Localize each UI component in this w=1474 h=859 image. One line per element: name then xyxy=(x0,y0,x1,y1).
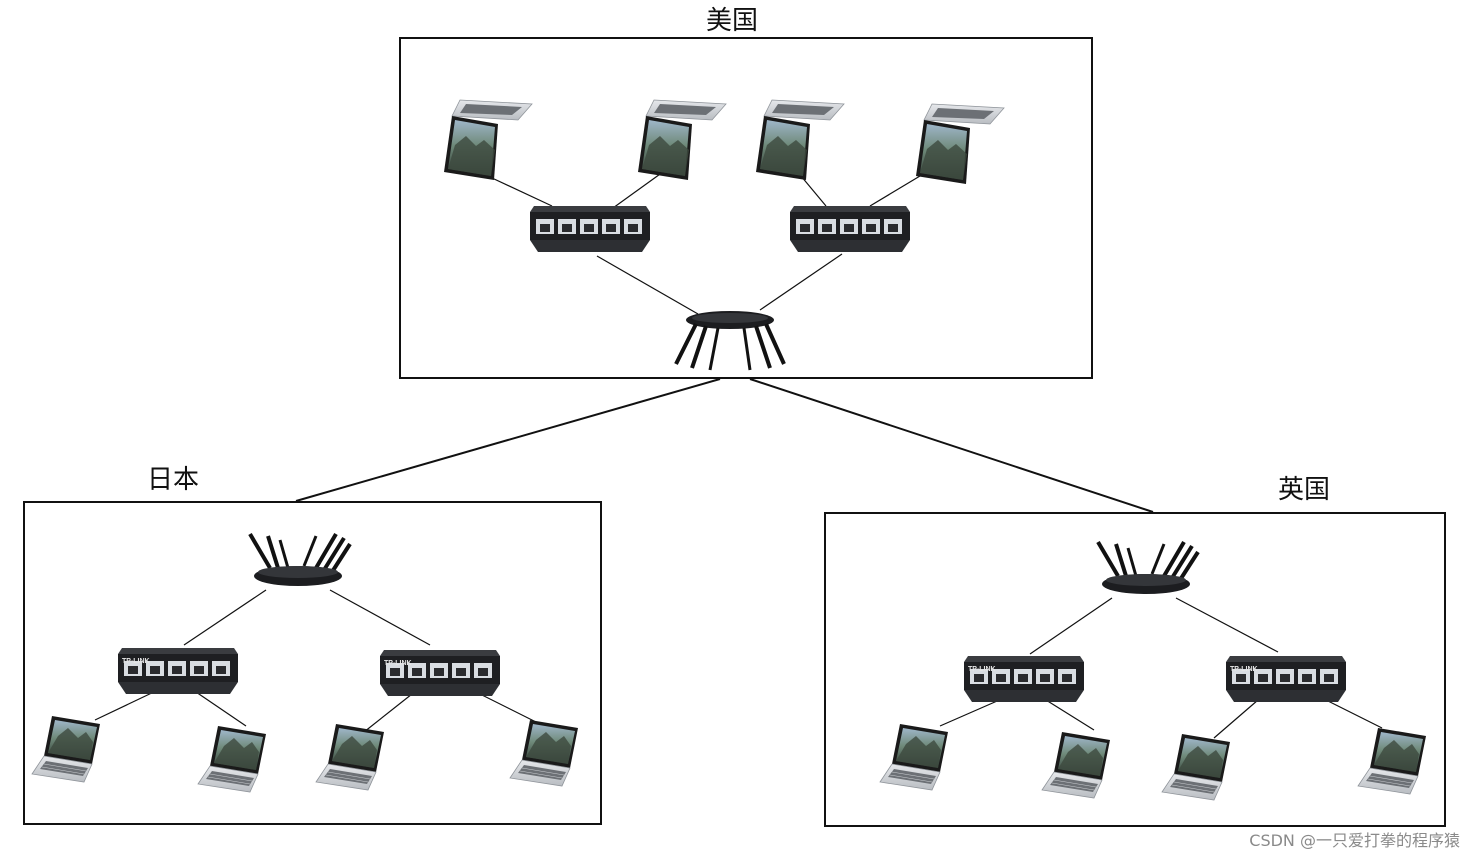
usa-laptop-4 xyxy=(915,103,1005,185)
japan-switch-2-brand: TP-LINK xyxy=(384,660,412,667)
japan-switch-1-brand: TP-LINK xyxy=(122,658,150,665)
inter-region-links xyxy=(295,378,1154,513)
uk-laptop-4 xyxy=(1357,727,1427,795)
japan-laptop-4 xyxy=(509,719,579,787)
uk-laptop-1 xyxy=(879,723,949,791)
usa-laptop-3 xyxy=(755,99,845,181)
usa-switch-1 xyxy=(530,206,650,252)
japan-switch-1 xyxy=(118,648,238,694)
uk-router xyxy=(1096,540,1200,596)
uk-switch-2 xyxy=(1226,656,1346,702)
uk-switch-2-brand: TP-LINK xyxy=(1230,666,1258,673)
japan-router xyxy=(248,532,352,588)
uk-switch-1 xyxy=(964,656,1084,702)
region-label-usa: 美国 xyxy=(706,6,759,36)
uk-switch-1-brand: TP-LINK xyxy=(968,666,996,673)
uk-laptop-2 xyxy=(1041,731,1111,799)
japan-laptop-1 xyxy=(31,715,101,783)
watermark: CSDN @一只爱打拳的程序猿 xyxy=(1249,831,1460,850)
usa-router xyxy=(674,309,786,372)
japan-laptop-2 xyxy=(197,725,267,793)
uk-links xyxy=(939,597,1383,739)
uk-laptop-3 xyxy=(1161,733,1231,801)
usa-laptop-1 xyxy=(443,99,533,181)
japan-switch-2 xyxy=(380,650,500,696)
link-usa-uk xyxy=(749,378,1154,513)
region-label-uk: 英国 xyxy=(1278,475,1331,505)
usa-switch-2 xyxy=(790,206,910,252)
japan-laptop-3 xyxy=(315,723,385,791)
japan-links xyxy=(94,589,537,733)
usa-laptop-2 xyxy=(637,99,727,181)
region-label-japan: 日本 xyxy=(147,465,200,495)
link-usa-japan xyxy=(295,378,721,502)
